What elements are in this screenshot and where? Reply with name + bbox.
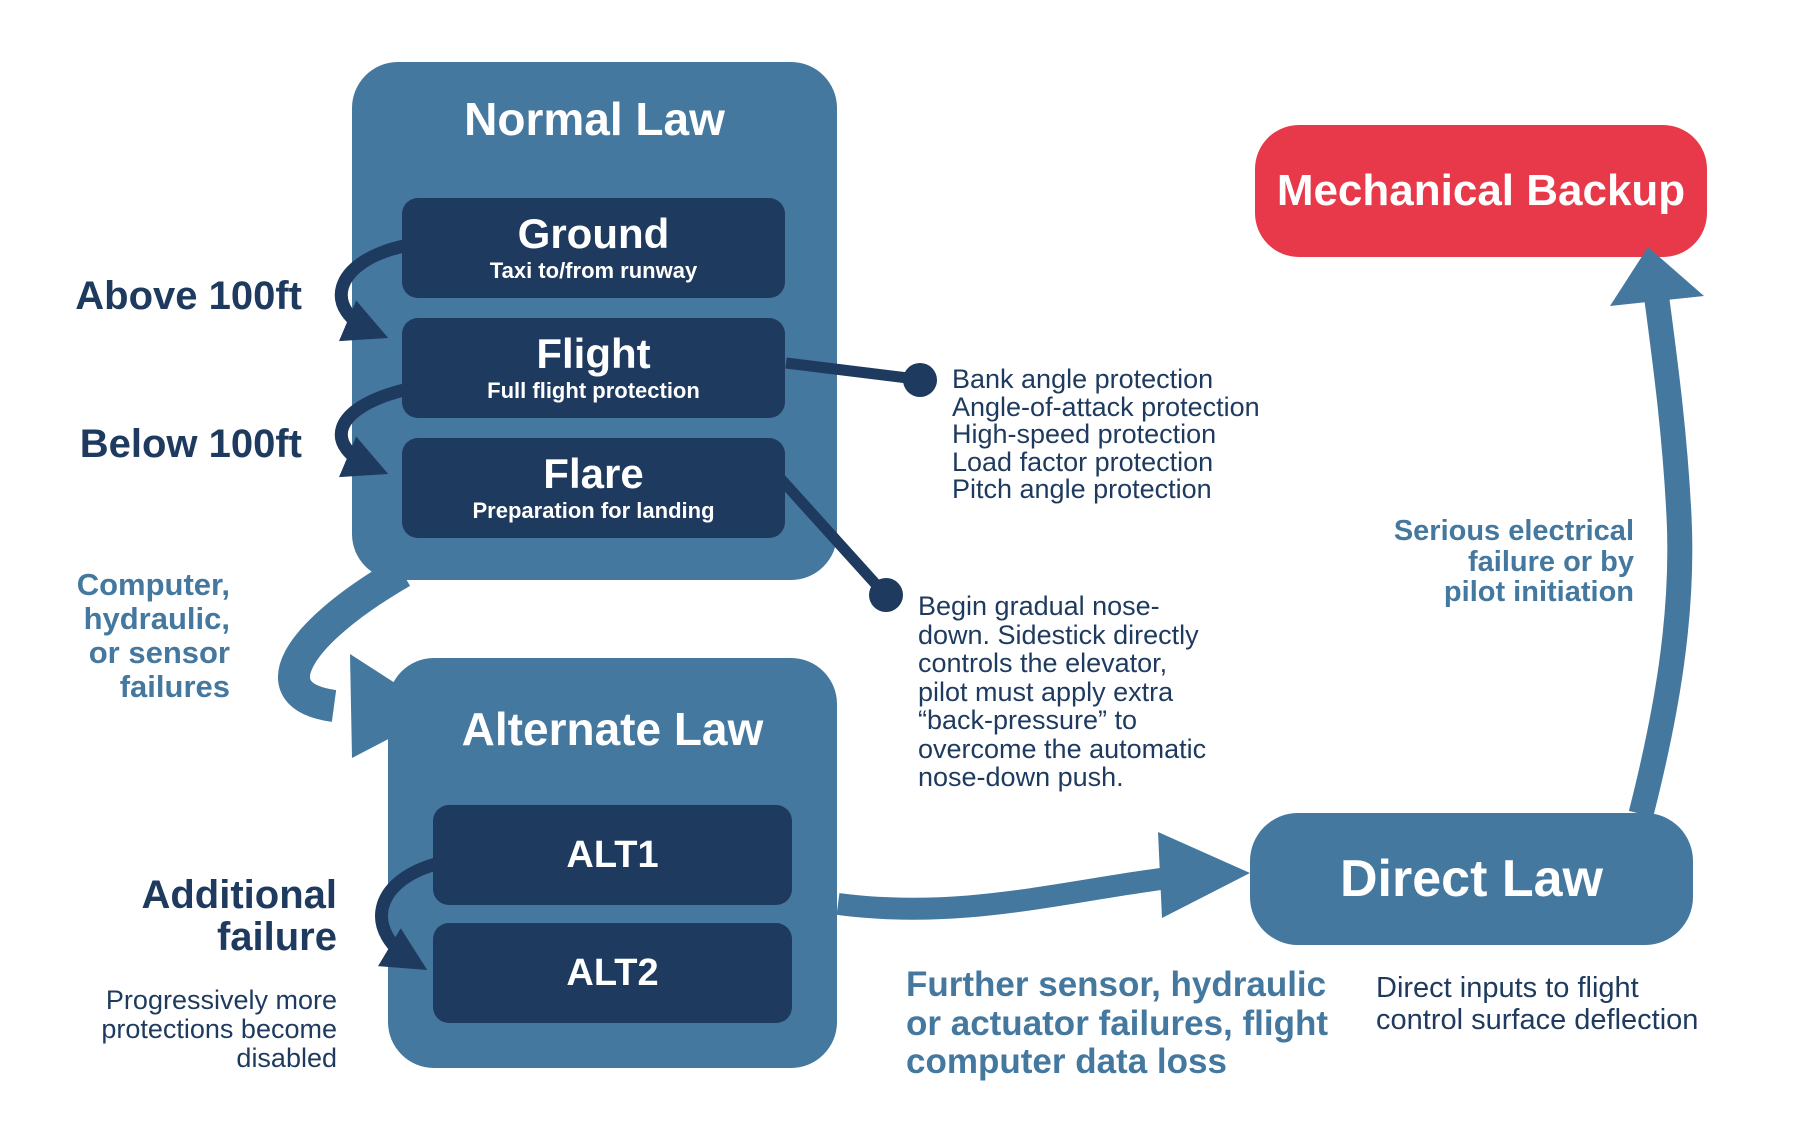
- flare-note-dot: [869, 578, 903, 612]
- alt2-mode-name: ALT2: [566, 952, 659, 994]
- alternate-law-title: Alternate Law: [461, 703, 764, 755]
- ground-mode-box: Ground Taxi to/from runway: [402, 198, 785, 298]
- direct-law-note: Direct inputs to flight control surface …: [1376, 972, 1699, 1036]
- alternate-to-direct-arrowhead: [1158, 832, 1250, 918]
- flight-protections-dot: [903, 363, 937, 397]
- alternate-to-direct-arrow: [836, 867, 1170, 920]
- normal-to-alternate-arrow: [278, 558, 411, 722]
- flare-note-text: Begin gradual nose- down. Sidestick dire…: [918, 591, 1207, 792]
- ground-mode-desc: Taxi to/from runway: [489, 258, 698, 283]
- ground-mode-name: Ground: [517, 210, 670, 257]
- mechanical-backup-box: Mechanical Backup: [1255, 125, 1707, 257]
- alt2-mode-box: ALT2: [433, 923, 792, 1023]
- direct-law-box: Direct Law: [1250, 813, 1693, 945]
- normal-law-title: Normal Law: [464, 93, 725, 145]
- flight-protections-list: Bank angle protection Angle-of-attack pr…: [952, 364, 1260, 504]
- flight-mode-box: Flight Full flight protection: [402, 318, 785, 418]
- serious-electrical-label: Serious electrical failure or by pilot i…: [1393, 515, 1634, 608]
- direct-to-mechanical-arrow: [1628, 298, 1693, 818]
- flare-mode-box: Flare Preparation for landing: [402, 438, 785, 538]
- flare-mode-name: Flare: [543, 450, 644, 497]
- flare-mode-desc: Preparation for landing: [472, 498, 715, 523]
- alt1-mode-name: ALT1: [566, 834, 659, 876]
- alt1-mode-box: ALT1: [433, 805, 792, 905]
- above-100ft-label: Above 100ft: [75, 274, 302, 318]
- flight-mode-desc: Full flight protection: [487, 378, 700, 403]
- further-failures-label: Further sensor, hydraulic or actuator fa…: [906, 965, 1328, 1081]
- flight-mode-name: Flight: [536, 330, 651, 377]
- below-100ft-label: Below 100ft: [79, 422, 302, 466]
- additional-failure-label: Additional failure: [141, 873, 337, 959]
- computer-failures-label: Computer, hydraulic, or sensor failures: [76, 567, 230, 704]
- progressive-note-label: Progressively more protections become di…: [101, 985, 337, 1073]
